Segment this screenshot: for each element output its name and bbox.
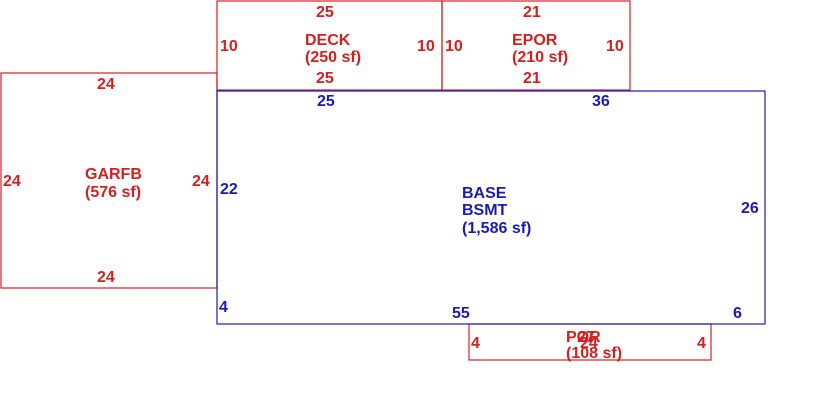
epor-dim-right: 10 — [606, 38, 624, 55]
garfb-dim-top: 24 — [97, 76, 115, 93]
por-dim-left: 4 — [471, 335, 480, 352]
base-dim-top-right: 36 — [592, 93, 610, 110]
garfb-dim-left: 24 — [3, 173, 21, 190]
epor-dim-top: 21 — [523, 4, 541, 21]
garfb-dim-bottom: 24 — [97, 269, 115, 286]
epor-outline — [441, 0, 631, 91]
deck-dim-right: 10 — [417, 38, 435, 55]
deck-area: (250 sf) — [305, 49, 361, 66]
base-outline — [216, 90, 766, 325]
base-dim-top-left: 25 — [317, 93, 335, 110]
por-name: POR — [566, 329, 601, 346]
base-dim-left-lower: 4 — [219, 299, 228, 316]
base-dim-right-lower: 6 — [733, 305, 742, 322]
por-dim-top: 27 — [577, 329, 595, 346]
por-dim-overlap: 24 — [580, 335, 598, 352]
por-area: (108 sf) — [566, 345, 622, 362]
deck-dim-left: 10 — [220, 38, 238, 55]
base-dim-right: 26 — [741, 200, 759, 217]
epor-area: (210 sf) — [512, 49, 568, 66]
base-name-line1: BASE — [462, 185, 507, 202]
base-name-line2: BSMT — [462, 202, 508, 219]
deck-dim-bottom: 25 — [316, 70, 334, 87]
epor-dim-left: 10 — [445, 38, 463, 55]
base-dim-left: 22 — [220, 181, 238, 198]
garfb-area: (576 sf) — [85, 184, 141, 201]
epor-name: EPOR — [512, 32, 558, 49]
garfb-name: GARFB — [85, 166, 142, 183]
base-area: (1,586 sf) — [462, 220, 531, 237]
epor-dim-bottom: 21 — [523, 70, 541, 87]
deck-name: DECK — [305, 32, 351, 49]
deck-dim-top: 25 — [316, 4, 334, 21]
por-dim-right: 4 — [697, 335, 706, 352]
garfb-dim-right: 24 — [192, 173, 210, 190]
base-dim-bottom: 55 — [452, 305, 470, 322]
